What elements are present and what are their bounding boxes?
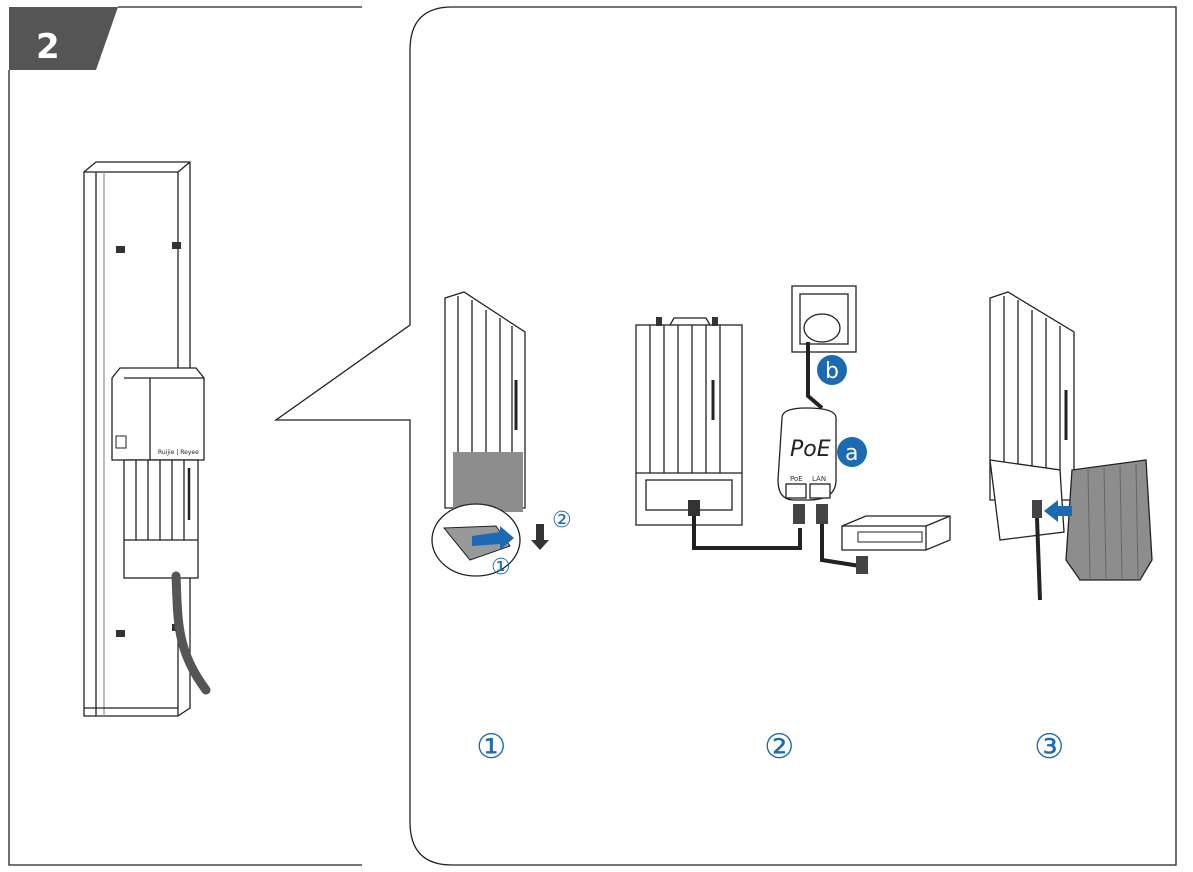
device-brand: Ruijie | Reyee — [158, 449, 199, 456]
rj45-connector-icon — [1032, 500, 1042, 518]
antenna-connector-icon — [712, 317, 718, 326]
bolt-icon — [172, 242, 181, 249]
device-label-icon — [116, 436, 126, 448]
badge-a-label: a — [845, 441, 858, 466]
step3-port-area — [990, 460, 1064, 540]
badge-b-label: b — [825, 359, 839, 384]
rj45-connector-icon — [856, 556, 868, 574]
bolt-icon — [116, 630, 125, 637]
step1-lower-cover — [453, 452, 523, 512]
device-body — [124, 460, 198, 578]
step-badge-shape — [9, 7, 118, 70]
power-plug-icon — [804, 314, 840, 342]
step-marker-3: ③ — [1034, 727, 1064, 767]
antenna-connector-icon — [656, 317, 662, 326]
device-port-icon — [688, 500, 700, 516]
step-badge-number: 2 — [36, 27, 60, 67]
step3-detached-cover — [1066, 460, 1152, 580]
poe-port-label: PoE — [790, 475, 803, 483]
poe-injector-label: PoE — [790, 437, 831, 462]
step-marker-2: ② — [764, 727, 794, 767]
pole-mount-illustration: Ruijie | Reyee — [84, 162, 206, 716]
step-badge: 2 — [9, 7, 118, 70]
switch-ports-icon — [858, 532, 922, 542]
rj45-connector-icon — [816, 504, 828, 524]
step1-push-marker: ① — [491, 555, 511, 580]
step-marker-1: ① — [476, 727, 506, 767]
lan-port-label: LAN — [812, 475, 826, 483]
bolt-icon — [116, 246, 125, 253]
step1-down-marker: ② — [552, 508, 572, 533]
rj45-connector-icon — [793, 504, 805, 524]
